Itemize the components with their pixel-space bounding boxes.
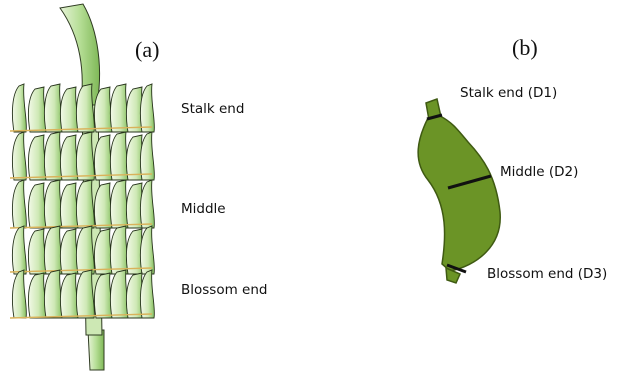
banana-finger — [28, 135, 46, 180]
label-middle: Middle — [181, 201, 226, 217]
banana-finger — [140, 132, 154, 180]
banana-finger — [110, 270, 128, 318]
banana-finger — [76, 270, 94, 318]
banana-finger — [60, 183, 78, 228]
banana-finger — [60, 273, 78, 318]
banana-finger — [28, 229, 46, 274]
banana-finger — [12, 132, 26, 180]
banana-hand — [10, 180, 154, 228]
label-d3: Blossom end (D3) — [487, 266, 607, 282]
label-d1: Stalk end (D1) — [460, 85, 557, 101]
banana-finger — [110, 180, 128, 228]
banana-finger — [12, 270, 26, 318]
banana-finger — [110, 84, 128, 132]
banana-finger — [60, 229, 78, 274]
banana-finger — [28, 273, 46, 318]
banana-finger — [12, 180, 26, 228]
banana-body — [418, 116, 500, 271]
label-d2: Middle (D2) — [500, 164, 578, 180]
banana-finger — [140, 226, 154, 274]
banana-finger — [110, 226, 128, 274]
banana-finger — [60, 87, 78, 132]
bunch-stalk-bottom — [88, 330, 104, 370]
banana-finger — [44, 180, 62, 228]
banana-hand — [10, 270, 154, 318]
banana-finger — [76, 132, 94, 180]
banana-finger — [44, 84, 62, 132]
banana-finger — [76, 180, 94, 228]
banana-hands — [10, 84, 154, 318]
banana-finger — [110, 132, 128, 180]
banana-hand — [10, 226, 154, 274]
banana-finger — [44, 226, 62, 274]
banana-finger — [140, 270, 154, 318]
banana-hand — [10, 84, 154, 132]
banana-finger — [140, 180, 154, 228]
label-blossom-end: Blossom end — [181, 282, 267, 298]
banana-finger — [60, 135, 78, 180]
banana-finger — [76, 84, 94, 132]
single-banana-illustration — [418, 99, 500, 283]
banana-finger — [28, 87, 46, 132]
panel-b-label: (b) — [512, 35, 538, 60]
banana-finger — [28, 183, 46, 228]
banana-finger — [140, 84, 154, 132]
banana-finger — [76, 226, 94, 274]
banana-finger — [12, 226, 26, 274]
banana-hand — [10, 132, 154, 180]
banana-finger — [44, 270, 62, 318]
banana-finger — [12, 84, 26, 132]
banana-bunch-illustration — [10, 4, 154, 370]
banana-finger — [44, 132, 62, 180]
label-stalk-end: Stalk end — [181, 101, 244, 117]
panel-a-label: (a) — [135, 37, 159, 62]
